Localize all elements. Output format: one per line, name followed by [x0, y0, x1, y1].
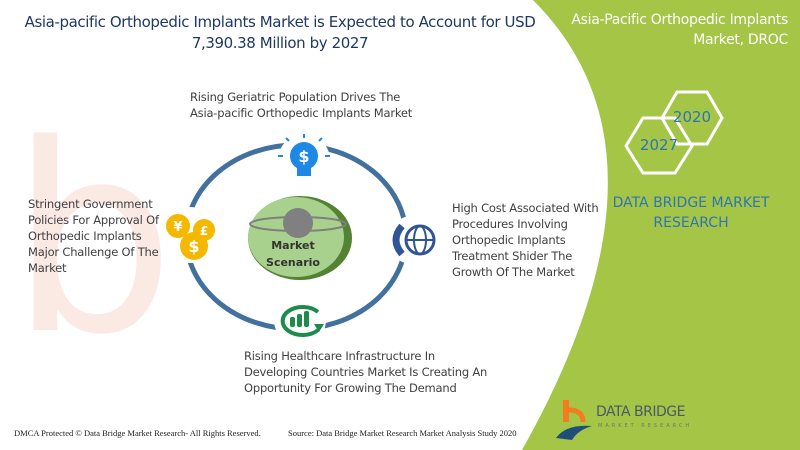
svg-text:$: $ — [188, 237, 199, 256]
hexagon-2027 — [624, 116, 694, 175]
lightbulb-dollar-icon: $ — [278, 134, 330, 176]
restraint-text: High Cost Associated With Procedures Inv… — [452, 201, 599, 279]
watermark-logo: b — [10, 90, 175, 392]
data-bridge-logo-icon — [556, 400, 592, 440]
phone-globe-icon — [392, 223, 436, 257]
currency-coins-icon: ¥ £$ — [166, 214, 215, 260]
side-panel-title: Asia-Pacific Orthopedic Implants Market,… — [571, 12, 788, 48]
brand-label: DATA BRIDGE MARKET RESEARCH — [612, 195, 770, 231]
market-scenario-label: Market Scenario — [266, 239, 320, 269]
year-2027-label: 2027 — [639, 136, 679, 154]
svg-text:¥: ¥ — [173, 220, 182, 235]
copyright-text: DMCA Protected © Data Bridge Market Rese… — [14, 428, 261, 438]
challenge-text: Stringent Government Policies For Approv… — [28, 197, 159, 275]
logo-subtitle: MARKET RESEARCH — [598, 423, 693, 429]
svg-text:£: £ — [200, 224, 208, 238]
growth-chart-icon — [280, 305, 324, 337]
hexagon-2020 — [660, 90, 724, 146]
side-panel-shape — [522, 0, 800, 450]
logo-name: DATA BRIDGE — [596, 404, 685, 420]
svg-text:$: $ — [298, 147, 309, 166]
page-title: Asia-pacific Orthopedic Implants Market … — [24, 13, 536, 52]
driver-text: Rising Geriatric Population Drives The A… — [190, 90, 413, 120]
source-text: Source: Data Bridge Market Research Mark… — [288, 428, 517, 438]
opportunity-text: Rising Healthcare Infrastructure In Deve… — [244, 349, 488, 395]
planet-icon — [283, 208, 313, 238]
year-2020-label: 2020 — [672, 108, 712, 126]
